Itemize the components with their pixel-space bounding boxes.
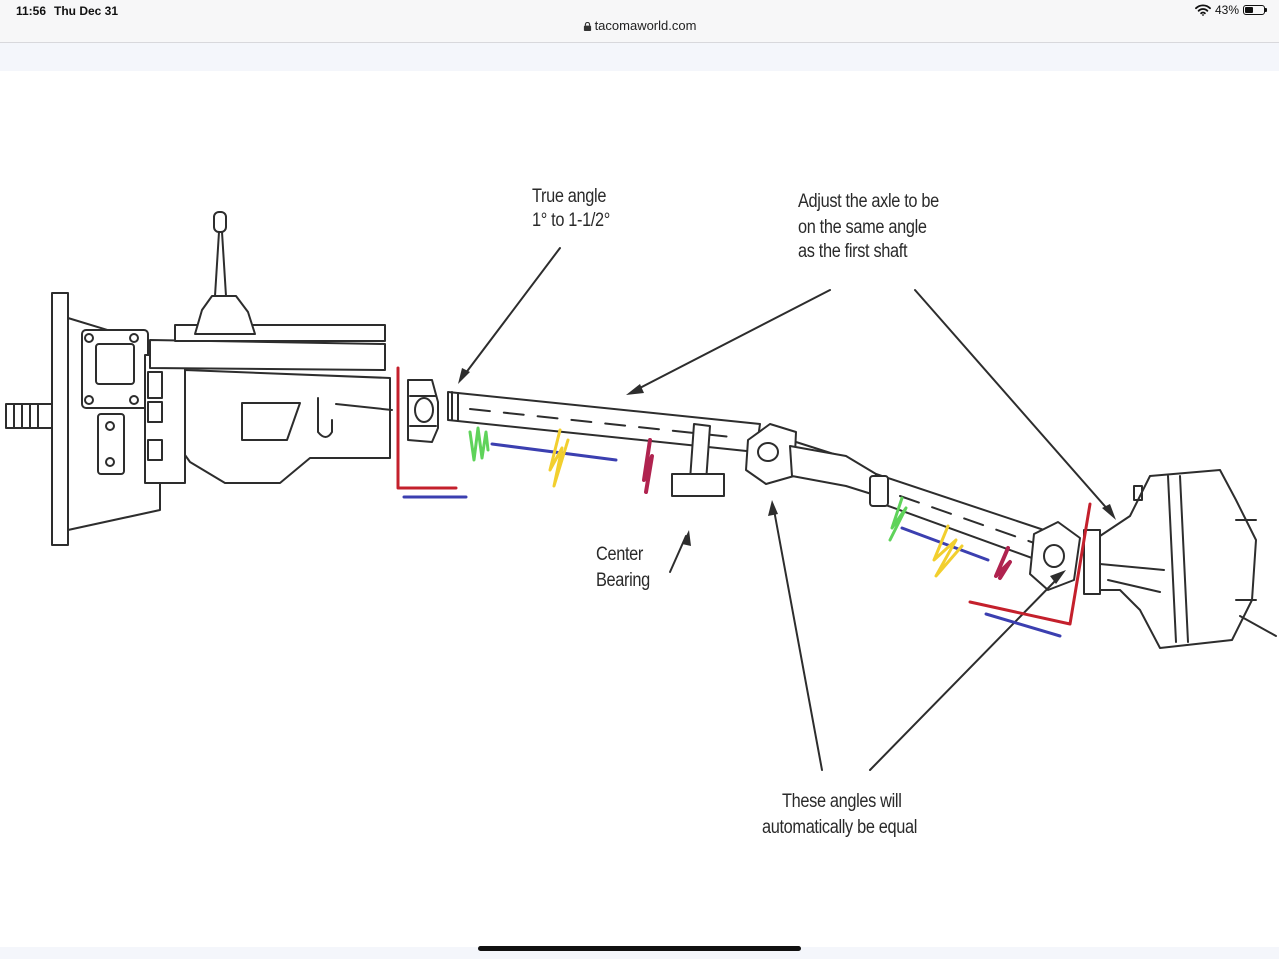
label-adjust-axle-line3: as the first shaft [798,241,908,262]
rear-u-joint [1029,521,1101,595]
second-driveshaft [789,445,1063,567]
label-equal-angles-line1: These angles will [782,791,902,812]
home-indicator[interactable] [478,946,801,951]
page-top-band [0,43,1279,71]
rear-axle [1099,469,1277,649]
url-text: tacomaworld.com [594,18,697,33]
hand-markup [396,366,1092,638]
lock-icon [583,22,591,31]
address-bar[interactable]: tacomaworld.com [0,18,1279,33]
status-bar: 11:56 Thu Dec 31 tacomaworld.com 43% [0,0,1279,43]
status-time: 11:56 [16,4,47,18]
transmission [5,211,393,546]
label-adjust-axle-line1: Adjust the axle to be [798,191,939,212]
diagram-drawing [5,211,1277,771]
front-u-joint [407,379,439,443]
status-right: 43% [1195,3,1267,17]
label-equal-angles-line2: automatically be equal [762,817,918,838]
label-adjust-axle-line2: on the same angle [798,217,927,238]
label-center-bearing-line1: Center [596,544,643,565]
label-true-angle-line1: True angle [532,186,607,207]
label-true-angle-line2: 1° to 1-1/2° [532,210,610,231]
pointer-arrows [461,247,1111,771]
status-date: Thu Dec 31 [54,4,119,18]
page-bottom-band [0,947,1279,959]
center-u-joint [745,423,841,485]
battery-percent: 43% [1214,3,1239,17]
label-center-bearing-line2: Bearing [596,570,650,591]
wifi-icon [1195,4,1211,16]
driveshaft-diagram: True angle 1° to 1-1/2° Adjust the axle … [0,72,1279,947]
battery-icon [1243,5,1267,15]
arrow-heads [458,368,1116,584]
